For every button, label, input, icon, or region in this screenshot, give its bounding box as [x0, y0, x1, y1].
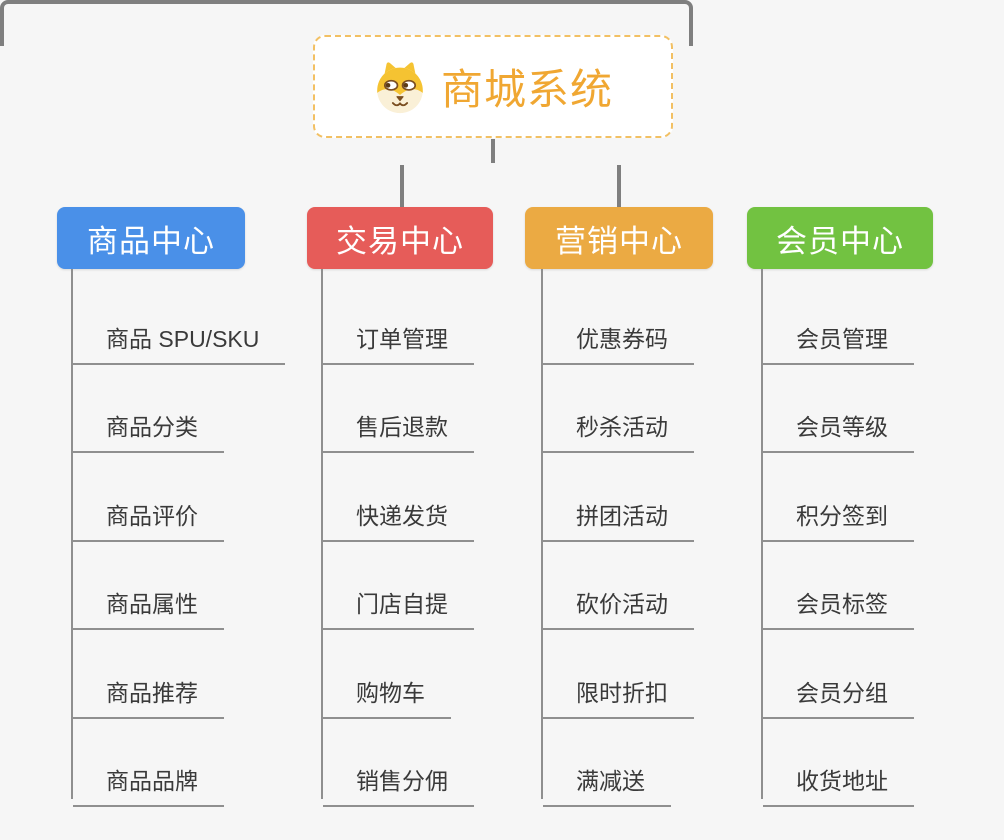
child-node[interactable]: 积分签到: [763, 497, 914, 542]
child-node[interactable]: 收货地址: [763, 762, 914, 807]
child-node[interactable]: 会员标签: [763, 585, 914, 630]
child-node[interactable]: 售后退款: [323, 408, 474, 453]
child-node[interactable]: 销售分佣: [323, 762, 474, 807]
branch-header-member-center[interactable]: 会员中心: [747, 207, 933, 269]
child-node[interactable]: 订单管理: [323, 320, 474, 365]
child-node[interactable]: 商品品牌: [73, 762, 224, 807]
child-node[interactable]: 商品评价: [73, 497, 224, 542]
root-node[interactable]: 商城系统: [313, 35, 673, 138]
branch-header-product-center[interactable]: 商品中心: [57, 207, 245, 269]
child-node[interactable]: 秒杀活动: [543, 408, 694, 453]
child-node[interactable]: 限时折扣: [543, 674, 694, 719]
dog-face-icon: [373, 60, 427, 114]
branch-children-marketing-center: 优惠券码 秒杀活动 拼团活动 砍价活动 限时折扣 满减送: [541, 269, 773, 807]
child-node[interactable]: 商品分类: [73, 408, 224, 453]
child-node[interactable]: 会员分组: [763, 674, 914, 719]
branch-children-member-center: 会员管理 会员等级 积分签到 会员标签 会员分组 收货地址: [761, 269, 993, 807]
child-node[interactable]: 会员等级: [763, 408, 914, 453]
child-node[interactable]: 商品属性: [73, 585, 224, 630]
child-node[interactable]: 砍价活动: [543, 585, 694, 630]
child-node[interactable]: 商品 SPU/SKU: [73, 320, 286, 365]
connector-drop-marketing: [617, 165, 621, 207]
connector-drop-trade: [400, 165, 404, 207]
child-node[interactable]: 快递发货: [323, 497, 474, 542]
child-node[interactable]: 拼团活动: [543, 497, 694, 542]
connector-root-stem: [491, 139, 495, 163]
child-node[interactable]: 满减送: [543, 762, 671, 807]
child-node[interactable]: 优惠券码: [543, 320, 694, 365]
child-node[interactable]: 门店自提: [323, 585, 474, 630]
branch-header-trade-center[interactable]: 交易中心: [307, 207, 493, 269]
child-node[interactable]: 商品推荐: [73, 674, 224, 719]
connector-bracket: [0, 0, 693, 46]
branch-header-marketing-center[interactable]: 营销中心: [525, 207, 713, 269]
branch-children-product-center: 商品 SPU/SKU 商品分类 商品评价 商品属性 商品推荐 商品品牌: [71, 269, 303, 807]
child-node[interactable]: 会员管理: [763, 320, 914, 365]
root-title: 商城系统: [440, 66, 613, 113]
branch-children-trade-center: 订单管理 售后退款 快递发货 门店自提 购物车 销售分佣: [321, 269, 553, 807]
child-node[interactable]: 购物车: [323, 674, 451, 719]
